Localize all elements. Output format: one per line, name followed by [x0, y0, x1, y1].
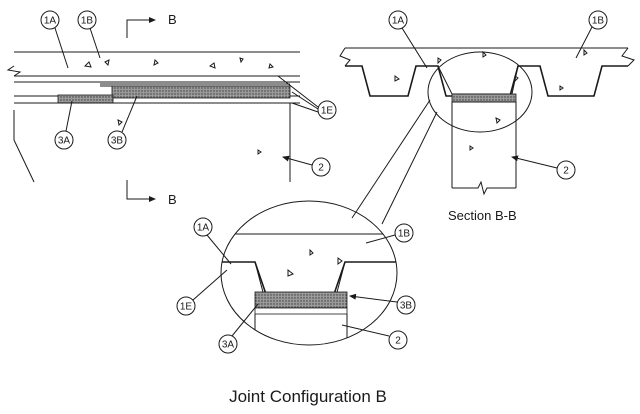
svg-text:1B: 1B	[592, 16, 605, 27]
svg-text:2: 2	[318, 163, 324, 174]
svg-text:3B: 3B	[400, 301, 413, 312]
enlarged-detail	[220, 200, 398, 346]
svg-text:1E: 1E	[321, 106, 334, 117]
callout-1e-detail: 1E	[176, 269, 228, 316]
svg-text:1B: 1B	[398, 229, 411, 240]
callout-1a-detail: 1A	[193, 217, 232, 265]
callout-1b-section: 1B	[575, 10, 608, 59]
callout-3b-left: 3B	[107, 95, 138, 150]
callout-1a-left: 1A	[40, 10, 69, 69]
sealant-3a-band	[57, 94, 114, 104]
section-b-b-view	[339, 47, 635, 196]
svg-text:1E: 1E	[180, 302, 193, 313]
svg-text:3A: 3A	[222, 340, 235, 351]
svg-text:2: 2	[563, 166, 569, 177]
section-cut-top: B	[126, 12, 177, 38]
elevation-view	[6, 51, 300, 183]
svg-text:1B: 1B	[81, 16, 94, 27]
section-title: Section B-B	[448, 208, 517, 223]
svg-text:2: 2	[395, 336, 401, 347]
callout-2-left: 2	[282, 155, 331, 177]
callout-3a-detail: 3A	[218, 303, 259, 354]
svg-text:1A: 1A	[392, 16, 405, 27]
callout-2-detail: 2	[341, 324, 408, 350]
callout-1b-left: 1B	[77, 10, 101, 59]
detail-sealant-band	[254, 291, 348, 309]
callout-2-section: 2	[511, 155, 576, 180]
callout-3b-detail: 3B	[349, 293, 416, 315]
svg-text:3A: 3A	[58, 136, 71, 147]
callout-1e-left: 1E	[277, 75, 337, 120]
sealant-3b-band	[111, 85, 291, 99]
svg-text:3B: 3B	[111, 136, 124, 147]
callout-1b-detail: 1B	[365, 223, 414, 244]
callout-1a-section: 1A	[388, 10, 428, 69]
svg-text:1A: 1A	[44, 16, 57, 27]
figure-caption: Joint Configuration B	[229, 387, 387, 406]
section-cut-bottom-label: B	[168, 192, 177, 207]
sealant-section-band	[451, 93, 517, 103]
svg-text:1A: 1A	[197, 223, 210, 234]
section-cut-bottom: B	[126, 180, 177, 207]
callout-3a-left: 3A	[54, 100, 74, 150]
section-cut-top-label: B	[168, 12, 177, 27]
